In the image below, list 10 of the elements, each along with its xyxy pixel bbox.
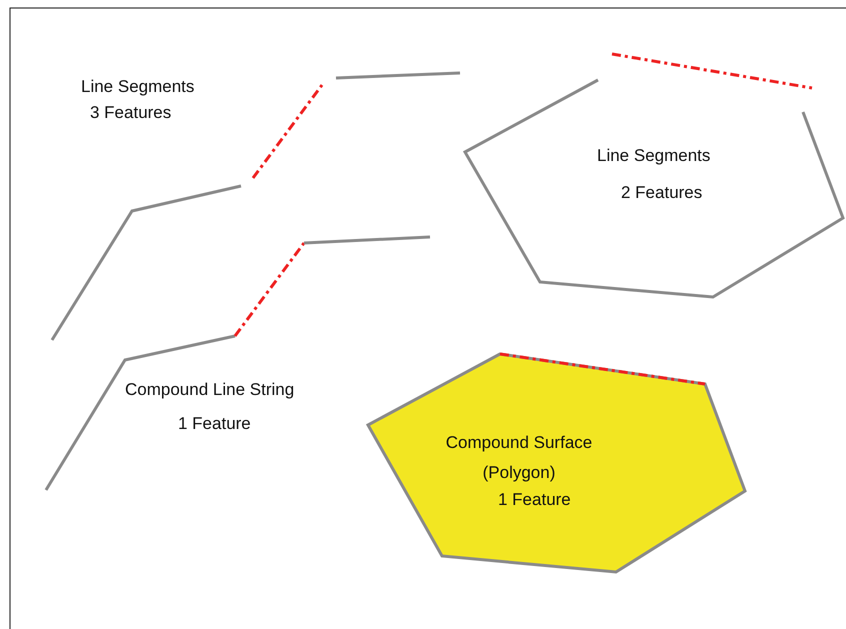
shape-label: 1 Feature	[498, 490, 572, 510]
shape-label: Compound Surface (Polygon)	[444, 432, 594, 484]
feature-label: Compound Line String	[125, 380, 294, 400]
filled-polygon-shape	[366, 351, 748, 575]
feature-label: 3 Features	[90, 103, 172, 123]
shape-label: Line Segments	[597, 146, 712, 166]
feature-label: Line Segments	[81, 77, 194, 97]
open-polygon-shape	[463, 50, 846, 300]
shape-label: 2 Features	[621, 183, 704, 203]
feature-label: 1 Feature	[178, 414, 251, 434]
